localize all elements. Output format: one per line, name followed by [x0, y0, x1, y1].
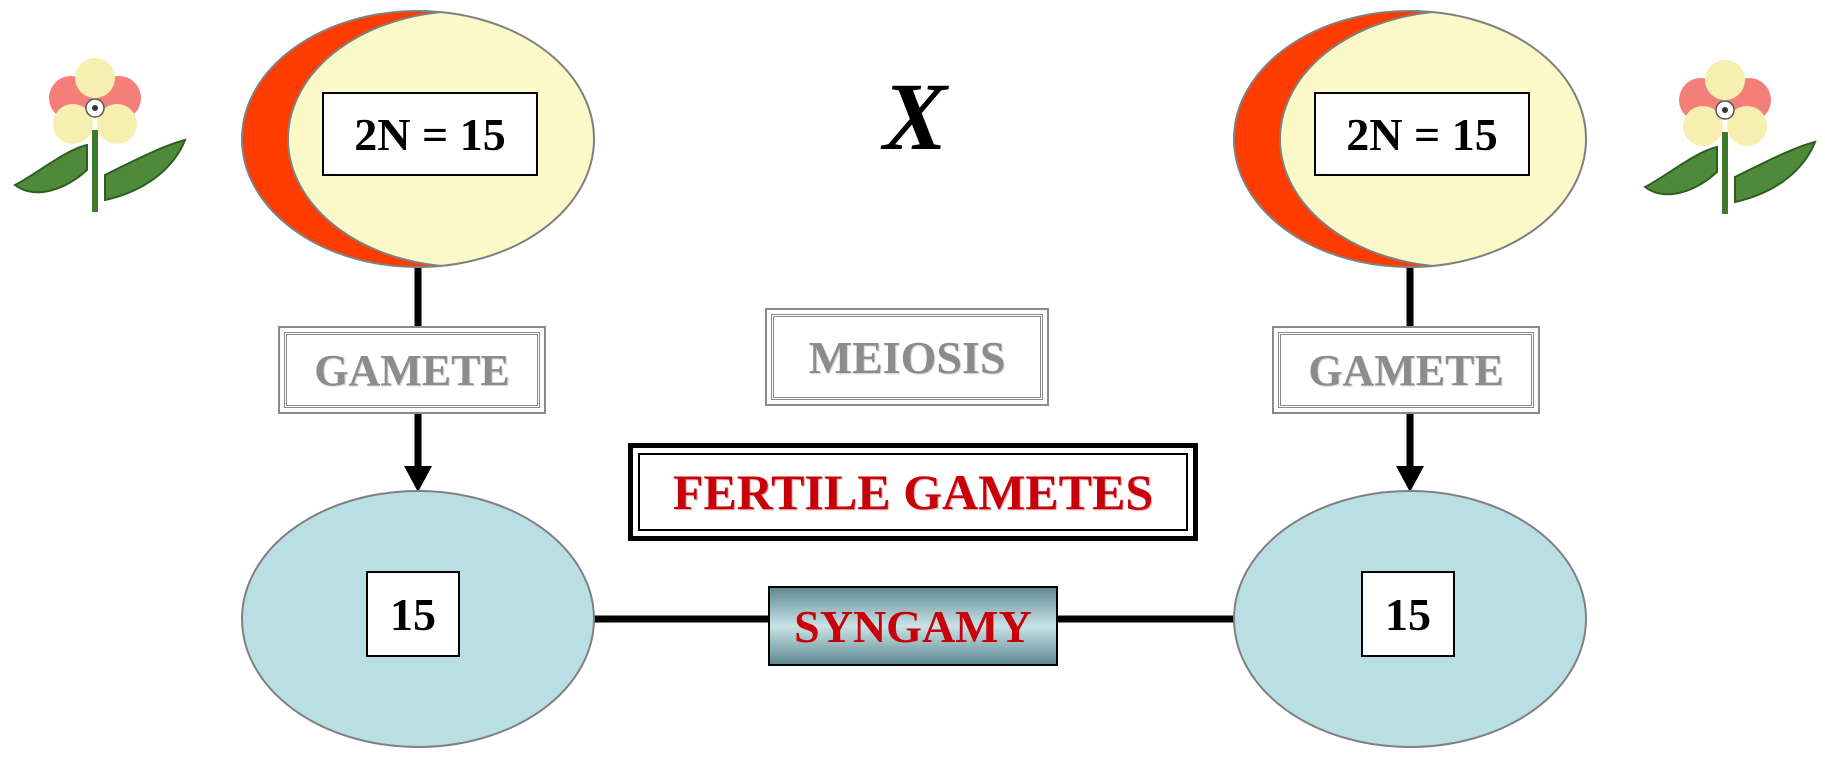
fertile-gametes-label-text: FERTILE GAMETES — [638, 453, 1188, 531]
meiosis-label: MEIOSIS — [765, 308, 1049, 406]
syngamy-label: SYNGAMY — [768, 586, 1058, 666]
gamete-label-left-text: GAMETE — [284, 332, 540, 408]
gamete-label-right: GAMETE — [1272, 326, 1540, 414]
fertile-gametes-label: FERTILE GAMETES — [628, 443, 1198, 541]
gamete-count-right: 15 — [1361, 571, 1455, 657]
gamete-count-left: 15 — [366, 571, 460, 657]
ploidy-label-left: 2N = 15 — [322, 92, 538, 176]
gamete-label-left: GAMETE — [278, 326, 546, 414]
flower-icon-right — [1643, 60, 1817, 214]
ploidy-label-right: 2N = 15 — [1314, 92, 1530, 176]
flower-icon-left — [13, 58, 187, 212]
meiosis-label-text: MEIOSIS — [771, 314, 1043, 400]
arrowhead-right — [1396, 466, 1424, 492]
gamete-label-right-text: GAMETE — [1278, 332, 1534, 408]
cross-symbol: X — [882, 63, 948, 170]
arrowhead-left — [404, 466, 432, 492]
